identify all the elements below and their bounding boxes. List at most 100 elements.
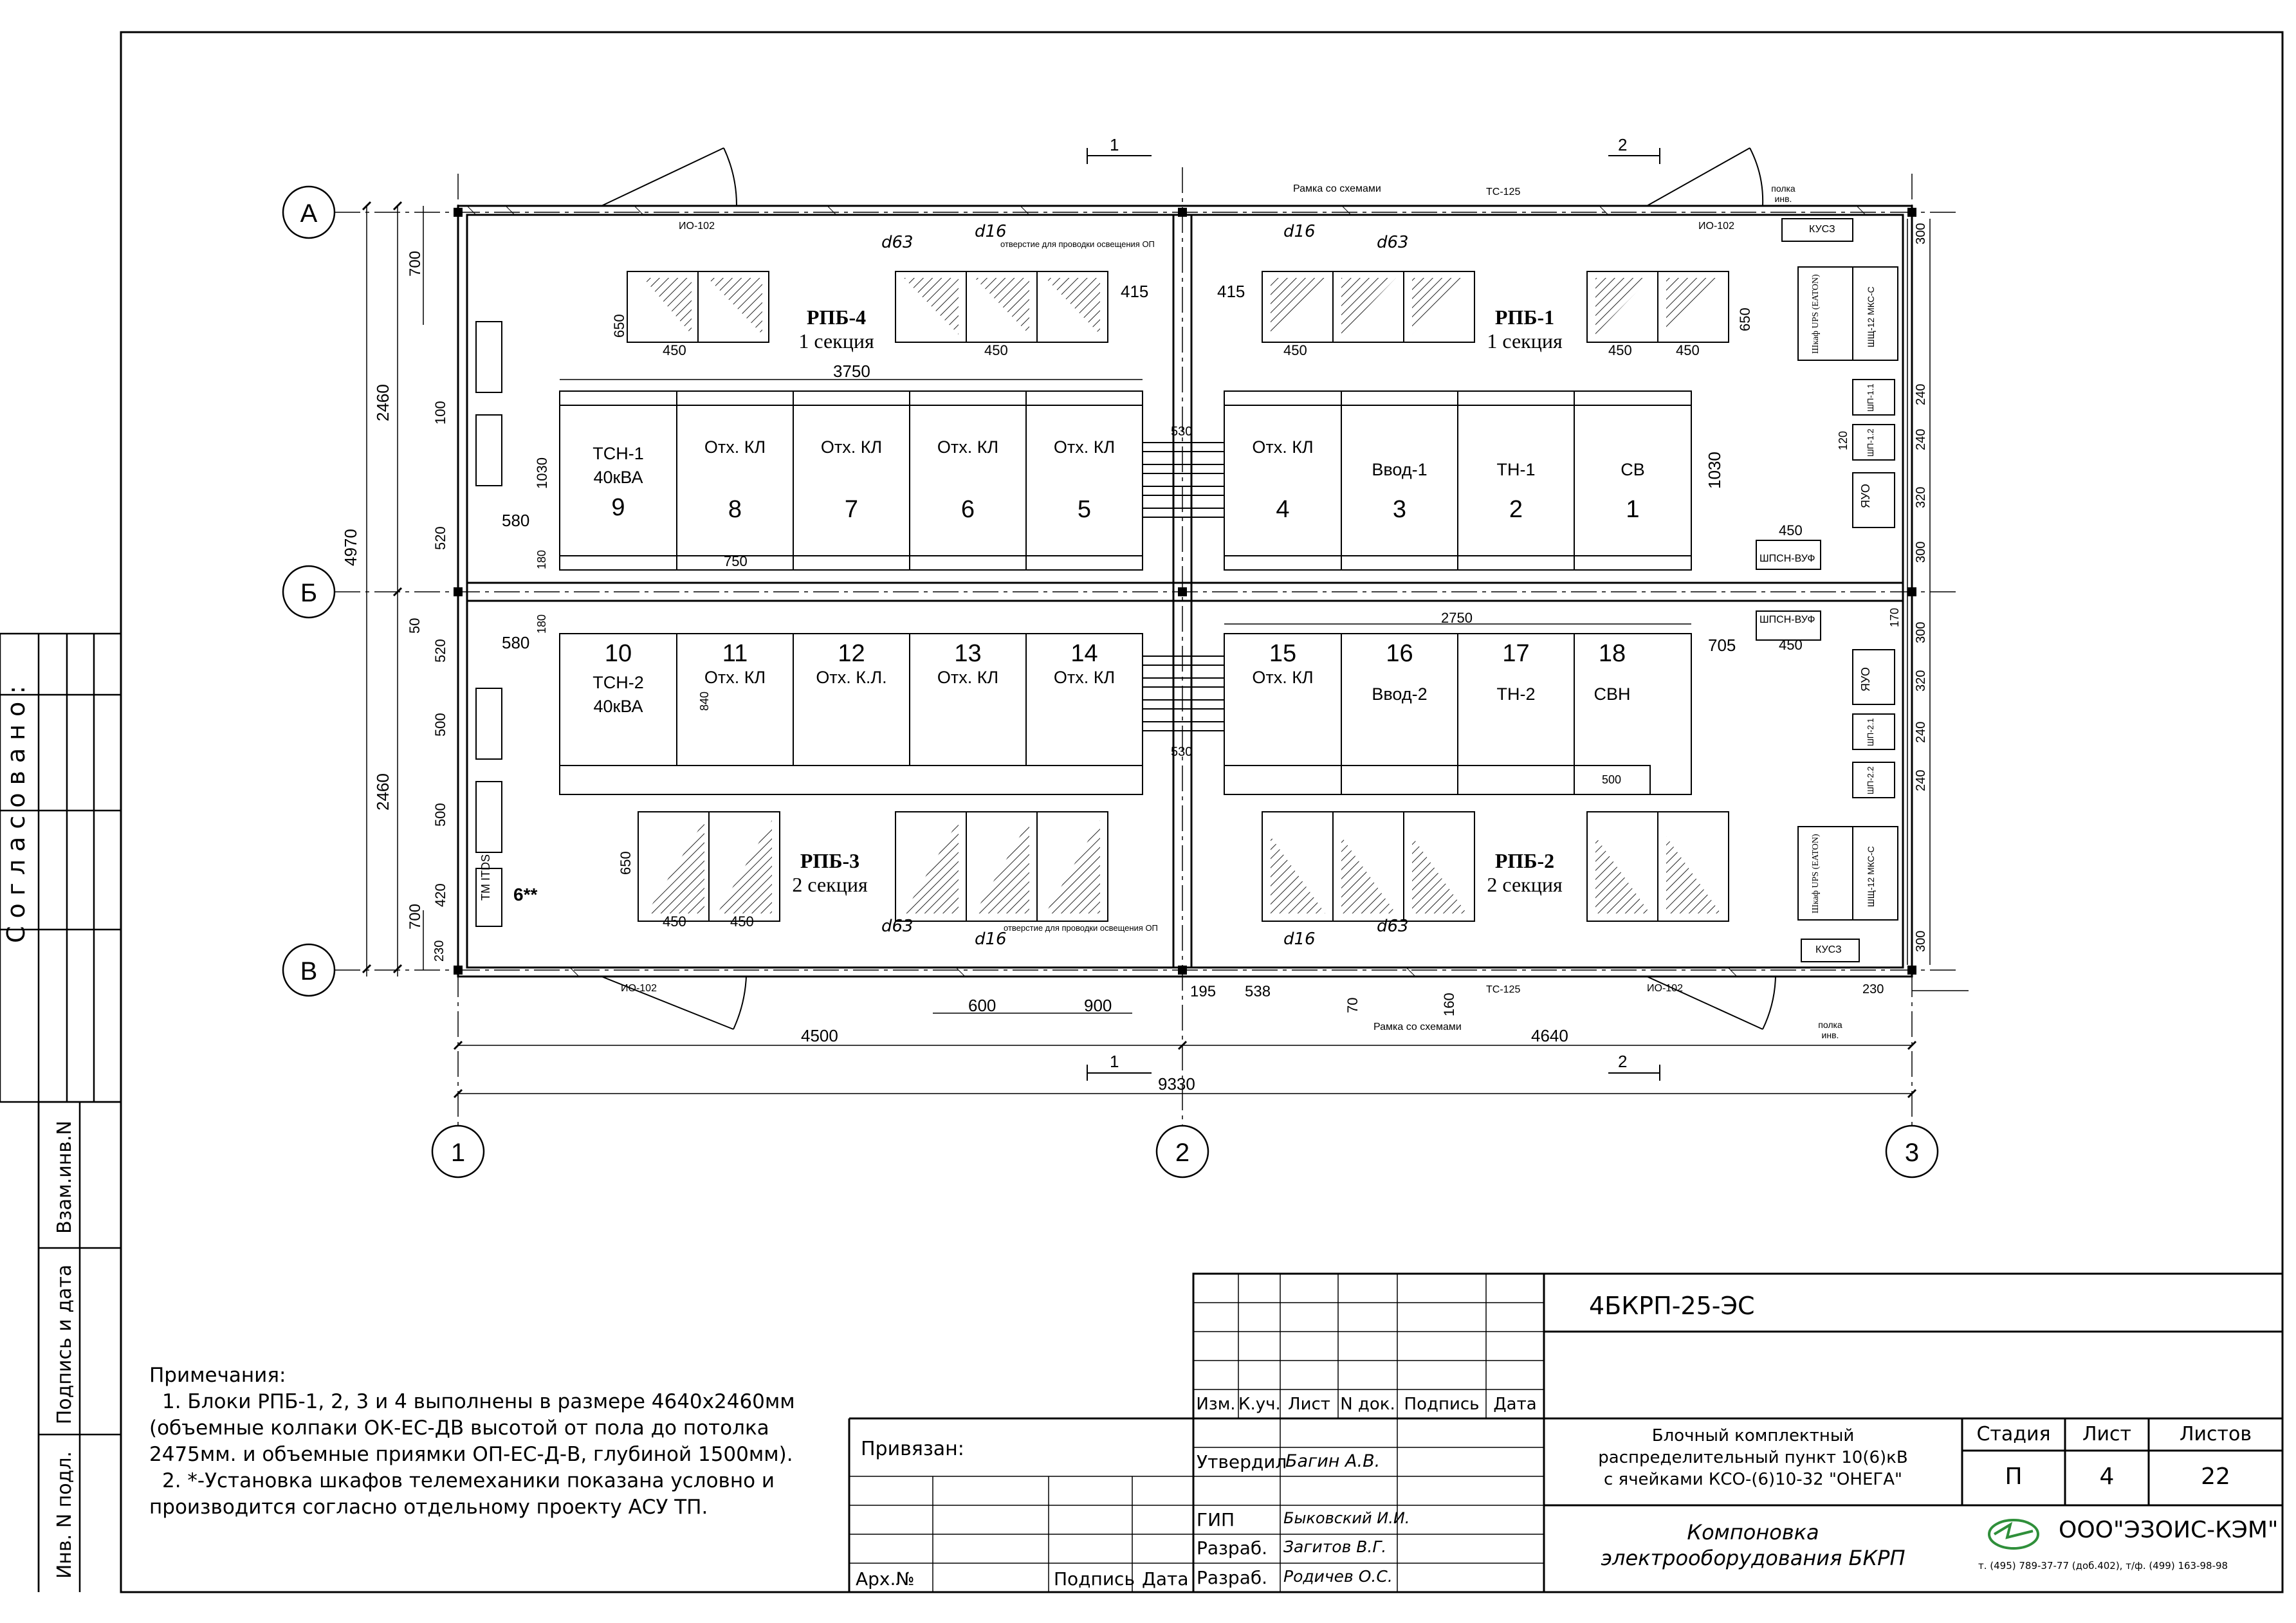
dim-230: 230 xyxy=(1862,982,1884,996)
cell-name: Ввод-2 xyxy=(1372,684,1428,704)
name-4: Родичев О.С. xyxy=(1283,1567,1393,1586)
yauo-top: ЯУО xyxy=(1859,484,1872,508)
pit-hatches xyxy=(643,278,1721,913)
stage-value: П xyxy=(2005,1463,2023,1490)
cell-num: 8 xyxy=(728,496,742,523)
cell-num: 2 xyxy=(1509,496,1523,523)
right-cabinets xyxy=(475,218,1898,962)
dim-530-top: 530 xyxy=(1171,425,1193,439)
rpb2-name: РПБ-2 xyxy=(1494,849,1555,872)
dim-580-bottom: 580 xyxy=(502,633,530,652)
rpb3-name: РПБ-3 xyxy=(800,849,860,872)
dim-2460-bottom: 2460 xyxy=(373,773,392,811)
rpb2-section: 2 секция xyxy=(1487,873,1563,896)
cell-num: 16 xyxy=(1386,640,1413,667)
dim-195: 195 xyxy=(1190,983,1217,1000)
company-logo-icon xyxy=(1988,1519,2039,1550)
dim-500-c: 500 xyxy=(1602,773,1622,786)
column-nodes xyxy=(454,208,1916,975)
cell-name: ТН-2 xyxy=(1496,684,1536,704)
io102-bottom: ИО-102 xyxy=(621,983,657,994)
dim-840: 840 xyxy=(698,691,711,711)
company-name: ООО"ЭЗОИС-КЭМ" xyxy=(2059,1517,2279,1543)
dimension-lines xyxy=(366,206,1969,1094)
shu-top: ШЩ-12 МКС-С xyxy=(1866,286,1876,347)
notes-line-4: 2. *-Установка шкафов телемеханики показ… xyxy=(162,1469,775,1492)
kusz-bottom: КУСЗ xyxy=(1815,944,1842,955)
sheets-label: Листов xyxy=(2179,1423,2252,1445)
dim-1030-left: 1030 xyxy=(534,457,550,489)
dim-520-bottom: 520 xyxy=(432,639,448,663)
dim-300-2: 300 xyxy=(1914,541,1928,563)
dim-170: 170 xyxy=(1888,607,1901,627)
cell-bottom-11: 11 Отх. КЛ xyxy=(677,640,793,688)
axis-row-B: Б xyxy=(300,579,317,607)
doc-code: 4БКРП-25-ЭС xyxy=(1589,1292,1755,1320)
dim-900: 900 xyxy=(1084,996,1112,1015)
tb-col-podpis: Подпись xyxy=(1404,1395,1480,1414)
six-star: 6** xyxy=(513,885,538,904)
dim-240-1: 240 xyxy=(1914,383,1928,405)
stage-label: Стадия xyxy=(1976,1423,2051,1445)
cell-name: Отх. КЛ xyxy=(1053,668,1116,687)
cell-num: 10 xyxy=(604,640,632,667)
polka-bottom: полка инв. xyxy=(1818,1020,1842,1040)
cell-num: 17 xyxy=(1502,640,1530,667)
cell-top-2: Отх. КЛ 8 xyxy=(677,437,793,524)
ts125-bottom: ТС-125 xyxy=(1486,984,1521,995)
dim-500-b: 500 xyxy=(432,803,448,827)
shpsn-bottom: ШПСН-ВУФ xyxy=(1759,614,1815,625)
axis-col-2: 2 xyxy=(1175,1139,1189,1167)
dim-450-i: 450 xyxy=(1779,637,1803,653)
podpis-label-tb: Подпись xyxy=(1054,1568,1135,1590)
cell-top-6: Отх. КЛ 4 xyxy=(1224,437,1341,524)
yauo-bottom: ЯУО xyxy=(1859,667,1872,692)
rpb2-label: РПБ-2 2 секция xyxy=(1476,849,1573,897)
d63-b: d63 xyxy=(1377,233,1409,252)
dim-240-3: 240 xyxy=(1914,721,1928,743)
axis-col-1: 1 xyxy=(451,1139,465,1167)
sheet-value: 4 xyxy=(2099,1463,2115,1490)
cell-num: 6 xyxy=(960,496,975,523)
cell-num: 13 xyxy=(954,640,982,667)
dim-450-a: 450 xyxy=(663,342,686,358)
dim-240-4: 240 xyxy=(1914,769,1928,791)
dim-300-1: 300 xyxy=(1914,223,1928,244)
cell-top-1: ТСН-1 40кВА 9 xyxy=(560,444,677,522)
cell-name: Отх. КЛ xyxy=(1053,437,1116,457)
dim-450-g: 450 xyxy=(730,913,754,930)
tb-col-list: Лист xyxy=(1288,1395,1330,1414)
cell-name: СВН xyxy=(1593,684,1631,704)
cell-num: 12 xyxy=(838,640,865,667)
drawing-title-2: электрооборудования БКРП xyxy=(1601,1546,1906,1570)
cell-bottom-13: 13 Отх. КЛ xyxy=(910,640,1026,688)
rpb4-name: РПБ-4 xyxy=(806,306,867,329)
vzam-label: Взам.инв.N xyxy=(53,1121,76,1234)
rpb1-name: РПБ-1 xyxy=(1494,306,1555,329)
dim-700-top: 700 xyxy=(407,250,424,277)
ups-bottom: Шкаф UPS (EATON) xyxy=(1811,834,1821,913)
dim-580-top: 580 xyxy=(502,511,530,530)
cell-bottom-18: 18 СВН xyxy=(1574,640,1650,704)
dim-4970: 4970 xyxy=(341,529,360,566)
d63-a: d63 xyxy=(881,233,914,252)
dim-650-c: 650 xyxy=(618,851,634,875)
cell-name: ТН-1 xyxy=(1496,460,1536,479)
dim-750: 750 xyxy=(724,553,748,569)
ramka-bottom: Рамка со схемами xyxy=(1373,1022,1462,1032)
cell-bottom-16: 16 Ввод-2 xyxy=(1341,640,1458,704)
kusz-top: КУСЗ xyxy=(1809,224,1835,235)
cell-name: Отх. КЛ xyxy=(704,437,766,457)
dim-450-h: 450 xyxy=(1779,522,1803,538)
axis-markers: А Б В 1 2 3 xyxy=(282,185,1939,1178)
notes-title: Примечания: xyxy=(149,1364,286,1387)
dim-450-f: 450 xyxy=(663,913,686,930)
section-2-top: 2 xyxy=(1618,135,1628,154)
dimension-ticks xyxy=(362,201,1917,1099)
otv-a: отверстие для проводки освещения ОП xyxy=(1000,239,1155,249)
dim-320-2: 320 xyxy=(1914,670,1928,692)
cell-name: Отх. К.Л. xyxy=(816,668,887,687)
dim-450-b: 450 xyxy=(984,342,1008,358)
cell-bottom-15: 15 Отх. КЛ xyxy=(1224,640,1341,688)
d16-d: d16 xyxy=(1283,930,1316,949)
